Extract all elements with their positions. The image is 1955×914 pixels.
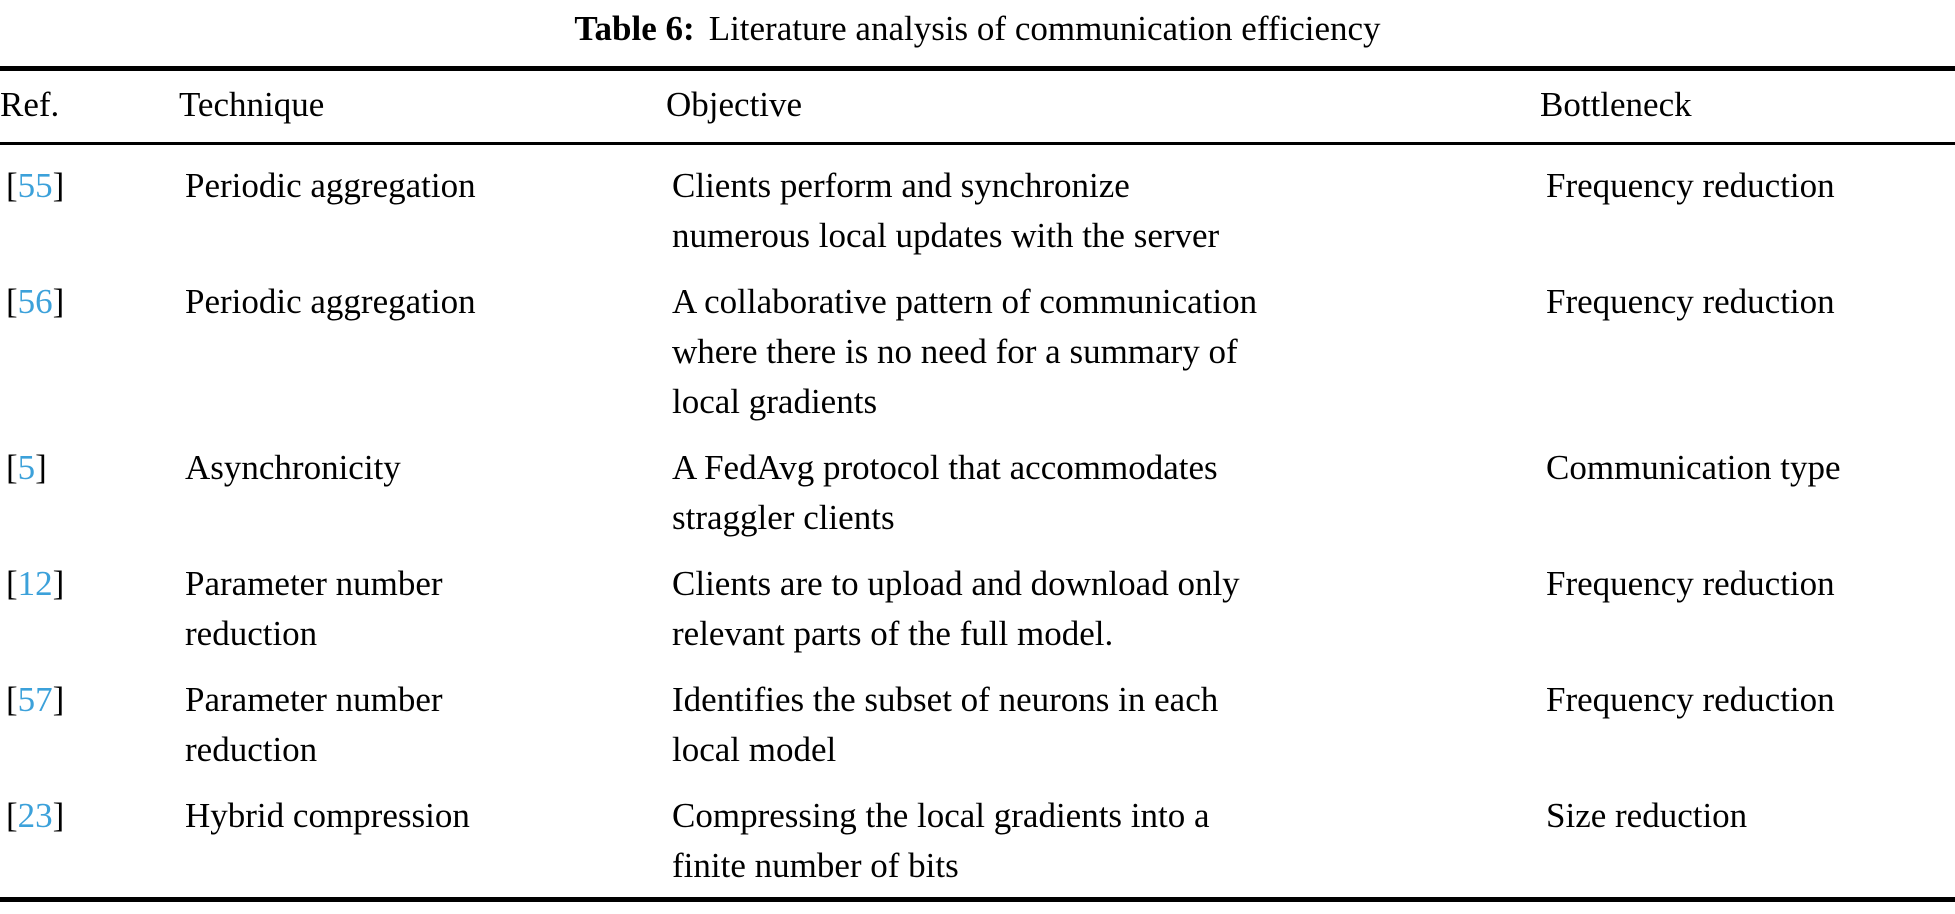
ref-cell: [57] xyxy=(6,675,185,775)
technique-cell: Periodic aggregation xyxy=(185,277,672,427)
objective-cell: Identifies the subset of neurons in each… xyxy=(672,675,1546,775)
bracket-open: [ xyxy=(6,680,18,719)
objective-line: Clients perform and synchronize xyxy=(672,166,1130,205)
bracket-open: [ xyxy=(6,282,18,321)
technique-line: reduction xyxy=(185,614,318,653)
objective-line: straggler clients xyxy=(672,498,895,537)
ref-cell: [56] xyxy=(6,277,185,427)
table-header-row: Ref. Technique Objective Bottleneck xyxy=(0,71,1955,142)
table-row: [55] Periodic aggregation Clients perfor… xyxy=(0,145,1955,261)
objective-line: Identifies the subset of neurons in each xyxy=(672,680,1219,719)
citation-link[interactable]: 55 xyxy=(17,166,53,205)
citation-link[interactable]: 5 xyxy=(17,448,36,487)
col-header-ref: Ref. xyxy=(0,85,60,124)
objective-cell: A FedAvg protocol that accommodates stra… xyxy=(672,443,1546,543)
technique-cell: Hybrid compression xyxy=(185,791,672,891)
col-header-objective: Objective xyxy=(666,85,803,124)
objective-line: Compressing the local gradients into a xyxy=(672,796,1210,835)
technique-line: Periodic aggregation xyxy=(185,282,476,321)
technique-line: reduction xyxy=(185,730,318,769)
technique-cell: Parameter number reduction xyxy=(185,675,672,775)
objective-line: relevant parts of the full model. xyxy=(672,614,1114,653)
bracket-close: ] xyxy=(52,564,65,603)
bracket-open: [ xyxy=(6,796,18,835)
bottom-rule xyxy=(0,897,1955,902)
col-header-bottleneck: Bottleneck xyxy=(1540,85,1692,124)
bottleneck-cell: Size reduction xyxy=(1546,796,1748,835)
ref-cell: [12] xyxy=(6,559,185,659)
bracket-close: ] xyxy=(52,166,65,205)
top-rule xyxy=(0,66,1955,71)
technique-cell: Asynchronicity xyxy=(185,443,672,543)
objective-line: finite number of bits xyxy=(672,846,959,885)
objective-line: where there is no need for a summary of xyxy=(672,332,1238,371)
citation-link[interactable]: 12 xyxy=(17,564,53,603)
header-rule xyxy=(0,142,1955,145)
technique-cell: Parameter number reduction xyxy=(185,559,672,659)
objective-line: local model xyxy=(672,730,837,769)
citation-link[interactable]: 23 xyxy=(17,796,53,835)
table-row: [12] Parameter number reduction Clients … xyxy=(0,543,1955,659)
caption-label: Table 6: xyxy=(574,9,695,48)
objective-line: A FedAvg protocol that accommodates xyxy=(672,448,1218,487)
technique-line: Asynchronicity xyxy=(185,448,401,487)
bottleneck-cell: Frequency reduction xyxy=(1546,166,1835,205)
technique-line: Parameter number xyxy=(185,564,443,603)
bracket-open: [ xyxy=(6,564,18,603)
objective-line: A collaborative pattern of communication xyxy=(672,282,1258,321)
bracket-open: [ xyxy=(6,448,18,487)
table-row: [23] Hybrid compression Compressing the … xyxy=(0,775,1955,891)
ref-cell: [55] xyxy=(6,161,185,261)
objective-line: numerous local updates with the server xyxy=(672,216,1220,255)
bracket-close: ] xyxy=(52,796,65,835)
ref-cell: [5] xyxy=(6,443,185,543)
objective-cell: Clients perform and synchronize numerous… xyxy=(672,161,1546,261)
col-header-technique: Technique xyxy=(179,85,325,124)
caption-text: Literature analysis of communication eff… xyxy=(708,9,1381,48)
technique-cell: Periodic aggregation xyxy=(185,161,672,261)
citation-link[interactable]: 56 xyxy=(17,282,53,321)
technique-line: Parameter number xyxy=(185,680,443,719)
bracket-close: ] xyxy=(52,282,65,321)
technique-line: Hybrid compression xyxy=(185,796,470,835)
objective-cell: A collaborative pattern of communication… xyxy=(672,277,1546,427)
table-caption: Table 6: Literature analysis of communica… xyxy=(0,6,1955,52)
objective-cell: Compressing the local gradients into a f… xyxy=(672,791,1546,891)
bottleneck-cell: Frequency reduction xyxy=(1546,282,1835,321)
bracket-close: ] xyxy=(52,680,65,719)
objective-line: local gradients xyxy=(672,382,878,421)
table-row: [57] Parameter number reduction Identifi… xyxy=(0,659,1955,775)
table-row: [56] Periodic aggregation A collaborativ… xyxy=(0,261,1955,427)
technique-line: Periodic aggregation xyxy=(185,166,476,205)
citation-link[interactable]: 57 xyxy=(17,680,53,719)
objective-line: Clients are to upload and download only xyxy=(672,564,1240,603)
bottleneck-cell: Frequency reduction xyxy=(1546,680,1835,719)
objective-cell: Clients are to upload and download only … xyxy=(672,559,1546,659)
bracket-open: [ xyxy=(6,166,18,205)
bottleneck-cell: Frequency reduction xyxy=(1546,564,1835,603)
bottleneck-cell: Communication type xyxy=(1546,448,1841,487)
table-row: [5] Asynchronicity A FedAvg protocol tha… xyxy=(0,427,1955,543)
bracket-close: ] xyxy=(35,448,47,487)
ref-cell: [23] xyxy=(6,791,185,891)
